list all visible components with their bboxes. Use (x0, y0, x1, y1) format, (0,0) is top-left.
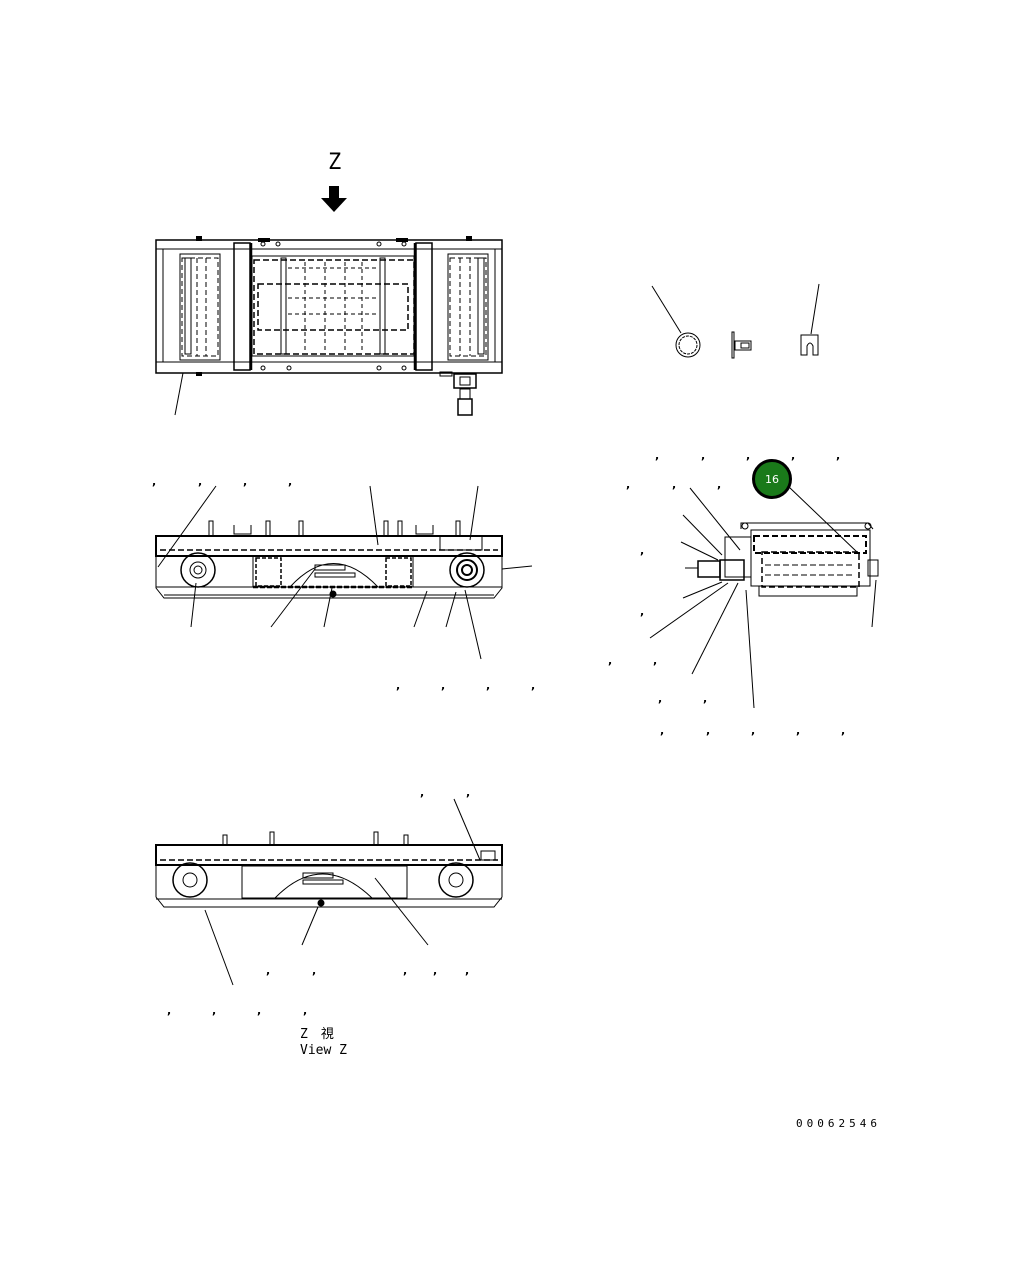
callout-mark: , (660, 724, 665, 737)
callout-mark: , (640, 605, 645, 618)
callout-mark: , (608, 654, 613, 667)
callout-mark: , (198, 475, 203, 488)
callout-mark: , (672, 478, 677, 491)
view-z (155, 798, 503, 986)
callout-mark: , (531, 679, 536, 692)
document-number: 00062546 (796, 1117, 881, 1130)
callout-mark: , (751, 724, 756, 737)
callout-badge[interactable]: 16 (752, 459, 792, 499)
callout-mark: , (486, 679, 491, 692)
callout-mark: , (420, 786, 425, 799)
callout-mark: , (655, 449, 660, 462)
callout-mark: , (746, 449, 751, 462)
callout-mark: , (640, 544, 645, 557)
parts-detail (651, 283, 820, 359)
callout-mark: , (791, 449, 796, 462)
top-view (155, 236, 503, 416)
callout-mark: , (701, 449, 706, 462)
callout-mark: , (152, 475, 157, 488)
view-caption-jp: Z 視 (300, 1027, 334, 1042)
callout-mark: , (396, 679, 401, 692)
callout-mark: , (257, 1004, 262, 1017)
callout-mark: , (288, 475, 293, 488)
callout-mark: , (441, 679, 446, 692)
callout-mark: , (841, 724, 846, 737)
side-view (649, 486, 879, 709)
callout-mark: , (706, 724, 711, 737)
view-arrow-icon (321, 186, 347, 212)
callout-mark: , (433, 964, 438, 977)
clip-bolt-icon (731, 331, 752, 359)
callout-badge-number: 16 (765, 472, 779, 486)
view-arrow-label: Z (328, 150, 342, 175)
view-caption-en: View Z (300, 1043, 347, 1058)
callout-mark: , (653, 654, 658, 667)
callout-mark: , (796, 724, 801, 737)
callout-mark: , (167, 1004, 172, 1017)
view-caption: Z 視 View Z (300, 1027, 347, 1059)
u-clip-icon (800, 283, 820, 356)
grommet-icon (651, 285, 701, 358)
drain-valve-icon (439, 371, 477, 416)
callout-mark: , (466, 786, 471, 799)
callout-mark: , (312, 964, 317, 977)
callout-mark: , (266, 964, 271, 977)
callout-mark: , (658, 692, 663, 705)
callout-mark: , (465, 964, 470, 977)
callout-mark: , (626, 478, 631, 491)
callout-mark: , (243, 475, 248, 488)
callout-mark: , (703, 692, 708, 705)
front-view (155, 485, 533, 660)
callout-mark: , (212, 1004, 217, 1017)
callout-mark: , (836, 449, 841, 462)
callout-mark: , (403, 964, 408, 977)
callout-mark: , (303, 1004, 308, 1017)
callout-mark: , (717, 478, 722, 491)
